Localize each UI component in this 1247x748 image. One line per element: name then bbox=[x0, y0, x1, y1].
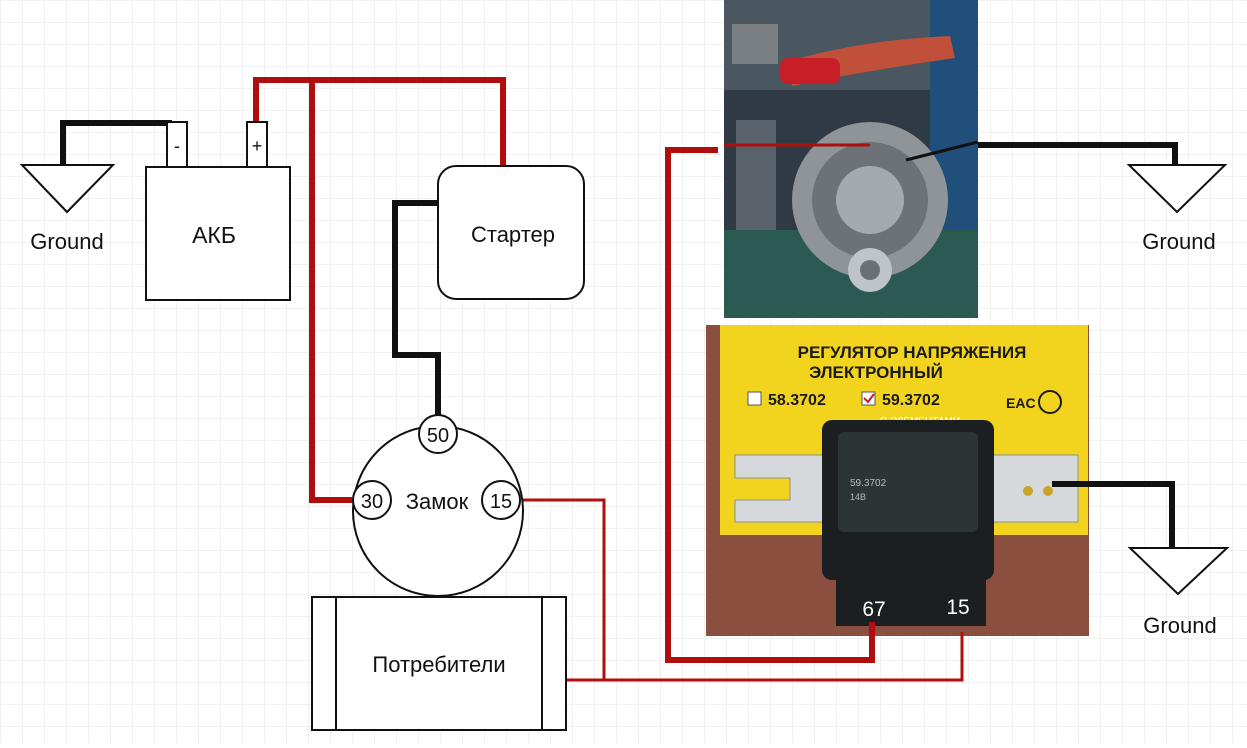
regulator-67-to-generator-wire bbox=[665, 147, 875, 663]
wires bbox=[60, 77, 1178, 682]
pin-30 bbox=[352, 480, 392, 520]
regulator-15-wire bbox=[566, 632, 964, 682]
consumers-block: Потребители bbox=[311, 596, 567, 731]
ignition-label: Замок bbox=[406, 489, 469, 514]
battery-plus-label: + bbox=[252, 136, 263, 156]
pin-30-label: 30 bbox=[361, 491, 383, 513]
battery-label: АКБ bbox=[192, 222, 236, 248]
regulator-title-line1: РЕГУЛЯТОР НАПРЯЖЕНИЯ bbox=[798, 343, 1027, 362]
ignition-15-wire bbox=[519, 498, 606, 680]
battery-to-starter-wire bbox=[253, 77, 506, 165]
consumers-label: Потребители bbox=[372, 652, 505, 677]
regulator-model-b: 59.3702 bbox=[882, 392, 940, 409]
pin-15-label: 15 bbox=[490, 491, 512, 513]
battery-block: - + АКБ bbox=[145, 121, 291, 301]
battery-minus-label: - bbox=[174, 136, 180, 156]
ignition-switch: Замок 50 30 15 bbox=[352, 414, 524, 597]
regulator-title-line2: ЭЛЕКТРОННЫЙ bbox=[809, 363, 943, 382]
device-voltage-label: 14В bbox=[850, 492, 866, 502]
starter-label: Стартер bbox=[471, 222, 555, 247]
svg-text:EAC: EAC bbox=[1006, 395, 1036, 411]
pin-50 bbox=[418, 414, 458, 454]
ground-generator-label: Ground bbox=[1142, 229, 1215, 254]
generator-ground-wire bbox=[978, 142, 1178, 165]
model-b-checkbox bbox=[861, 391, 876, 406]
pin-15 bbox=[481, 480, 521, 520]
starter-block: Стартер bbox=[437, 165, 585, 300]
voltage-regulator-photo: РЕГУЛЯТОР НАПРЯЖЕНИЯ ЭЛЕКТРОННЫЙ 58.3702… bbox=[706, 325, 1089, 636]
ground-symbol-icon bbox=[19, 164, 116, 214]
ground-symbol-icon bbox=[1126, 164, 1228, 214]
terminal-67-label: 67 bbox=[862, 598, 885, 621]
generator-photo bbox=[724, 0, 979, 318]
ground-symbol-icon bbox=[1127, 547, 1230, 596]
battery-minus-terminal bbox=[166, 121, 188, 168]
terminal-15-label: 15 bbox=[946, 596, 969, 619]
regulator-model-a: 58.3702 bbox=[768, 392, 826, 409]
battery-to-ignition-wire bbox=[309, 80, 352, 503]
ground-regulator-label: Ground bbox=[1143, 613, 1216, 638]
battery-plus-terminal bbox=[246, 121, 268, 168]
ground-battery-label: Ground bbox=[30, 229, 103, 254]
regulator-ground-wire bbox=[1052, 481, 1175, 548]
battery-ground-wire bbox=[60, 120, 172, 165]
starter-signal-wire bbox=[392, 200, 441, 415]
device-model-label: 59.3702 bbox=[850, 478, 887, 489]
pin-50-label: 50 bbox=[427, 425, 449, 447]
model-a-checkbox bbox=[747, 391, 762, 406]
